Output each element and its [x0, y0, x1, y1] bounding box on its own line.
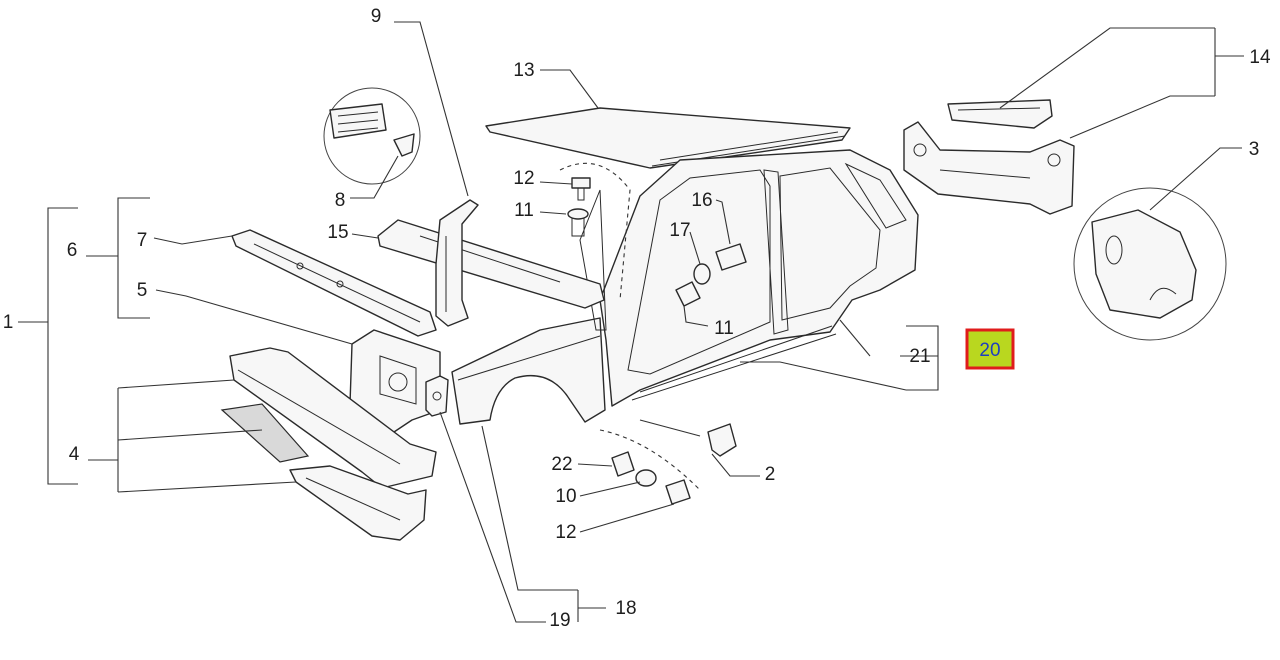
callout-18[interactable]: 18 — [615, 598, 636, 619]
callout-14[interactable]: 14 — [1249, 47, 1271, 68]
callout-21[interactable]: 21 — [909, 346, 930, 367]
callout-9[interactable]: 9 — [371, 6, 382, 27]
callout-22[interactable]: 22 — [551, 454, 572, 475]
hardware-bolt-12-top — [571, 177, 591, 201]
lower-beam-plate — [220, 403, 310, 463]
hardware-bolt-12-bottom — [665, 479, 691, 505]
callout-4[interactable]: 4 — [69, 444, 80, 465]
body-side-frame — [599, 149, 919, 407]
selected-highlight-box — [965, 328, 1015, 370]
upper-rail — [231, 229, 437, 337]
clip-detail-bubble — [323, 87, 421, 185]
hardware-washer-11-top — [567, 208, 589, 237]
callout-6[interactable]: 6 — [67, 240, 78, 261]
callout-20[interactable]: 20 — [979, 340, 1000, 361]
callout-19[interactable]: 19 — [549, 610, 570, 631]
hardware-nut-11 — [675, 281, 701, 307]
callout-13[interactable]: 13 — [513, 60, 534, 81]
callout-17[interactable]: 17 — [669, 220, 690, 241]
callout-15[interactable]: 15 — [327, 222, 348, 243]
hardware-nut-22 — [611, 451, 635, 477]
callout-5[interactable]: 5 — [137, 280, 148, 301]
rear-cross-panel — [903, 121, 1075, 215]
callout-1[interactable]: 1 — [3, 312, 14, 333]
hardware-washer-10 — [635, 469, 657, 487]
small-bracket — [425, 375, 449, 417]
rear-panel-detail-bubble — [1073, 187, 1227, 341]
leader-lines — [18, 21, 1244, 623]
rear-upper-rail — [947, 99, 1053, 129]
lower-beam-lower — [289, 465, 427, 541]
lower-beam-upper — [229, 347, 437, 489]
hardware-bolt-16 — [715, 243, 747, 271]
callout-12-top[interactable]: 12 — [513, 168, 534, 189]
callout-2[interactable]: 2 — [765, 464, 776, 485]
callout-labels: 9 13 14 3 8 7 6 15 5 1 4 12 11 16 17 11 … — [3, 6, 1271, 631]
callout-3[interactable]: 3 — [1249, 139, 1260, 160]
hardware-washer-17 — [693, 263, 711, 285]
callout-10[interactable]: 10 — [555, 486, 576, 507]
callout-7[interactable]: 7 — [137, 230, 148, 251]
callout-16[interactable]: 16 — [691, 190, 712, 211]
callout-11-right[interactable]: 11 — [714, 318, 734, 339]
cross-member — [377, 219, 605, 309]
callout-11-top[interactable]: 11 — [514, 200, 534, 221]
vertical-bracket — [435, 199, 479, 327]
callout-12-bottom[interactable]: 12 — [555, 522, 576, 543]
callout-20-selected[interactable]: 20 — [965, 328, 1015, 370]
callout-8[interactable]: 8 — [335, 190, 346, 211]
rear-bracket — [707, 423, 737, 457]
